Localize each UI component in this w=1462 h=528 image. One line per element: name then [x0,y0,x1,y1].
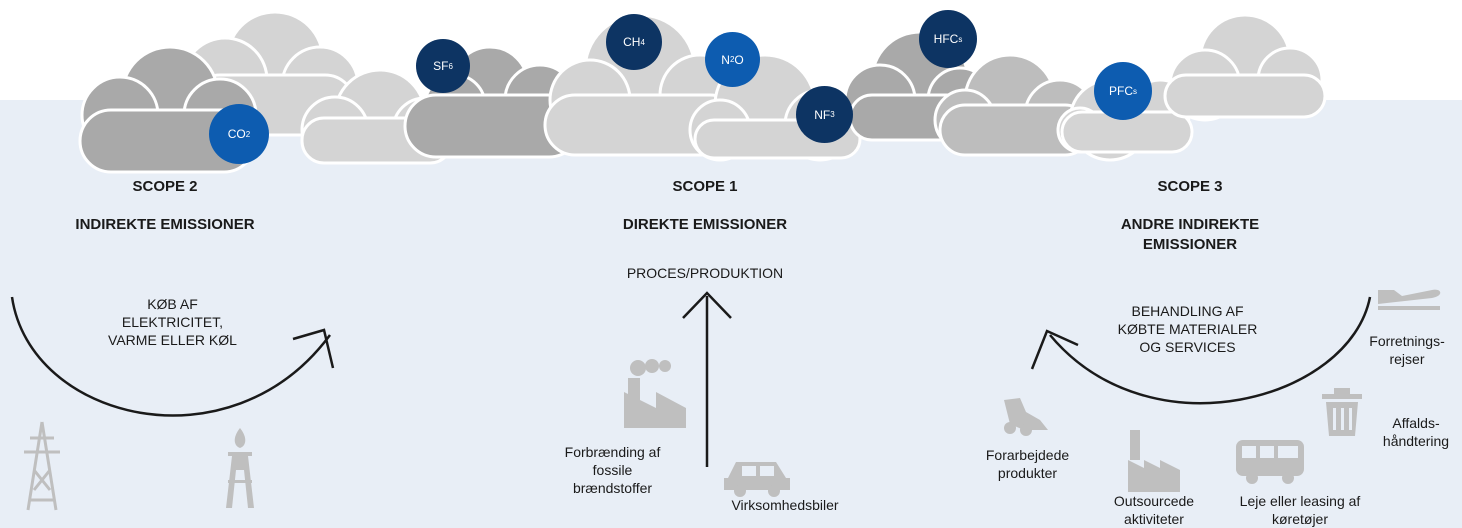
scope2-title: SCOPE 2 [132,178,198,195]
scope1-arrow-label: PROCES/PRODUKTION [626,265,784,281]
cloud-icon [688,53,862,162]
scope3-products-label: Forarbejdede produkter [985,447,1070,481]
scope2-cycle-arrow [10,296,332,417]
factory-smoke-icon [624,359,686,428]
scope3-outsourced-label: Outsourcede aktiviteter [1113,493,1195,527]
scope3-subtitle: ANDRE INDIREKTE EMISSIONER [1120,216,1260,253]
cloud-icon [403,45,582,159]
scope3-cycle-arrow [1049,296,1372,405]
gas-flame-icon [226,428,254,508]
scope1-cars-label: Virksomhedsbiler [731,497,839,513]
trash-can-icon [1322,388,1362,436]
scope3-title: SCOPE 3 [1157,178,1223,195]
cloud-cluster [78,10,1327,174]
scope3-waste-label: Affalds-håndtering [1382,415,1450,449]
car-icon [724,462,790,497]
scope3-leasing-label: Leje eller leasing af køretøjer [1239,493,1361,527]
bus-icon [1236,440,1304,484]
cloud-icon [1163,13,1327,122]
scope2-subtitle: INDIREKTE EMISSIONER [75,216,255,233]
loader-icon [1004,398,1048,436]
factory-icon [1128,430,1180,492]
scope1-subtitle: DIREKTE EMISSIONER [622,216,788,233]
scope1-fuel-label: Forbrænding af fossile brændstoffer [564,444,661,496]
scope1-title: SCOPE 1 [672,178,738,195]
scope3-travel-label: Forretnings-rejser [1369,333,1445,367]
airplane-icon [1378,289,1441,310]
scope1-arrowhead [682,291,732,319]
cloud-icon [543,13,742,157]
scope2-cycle-label: KØB AF ELEKTRICITET, VARME ELLER KØL [108,296,237,348]
scope2-arrowhead [292,328,335,369]
scope3-cycle-label: BEHANDLING AF KØBTE MATERIALER OG SERVIC… [1117,303,1258,355]
scope3-arrowhead [1030,329,1079,370]
power-pylon-icon [24,421,60,511]
